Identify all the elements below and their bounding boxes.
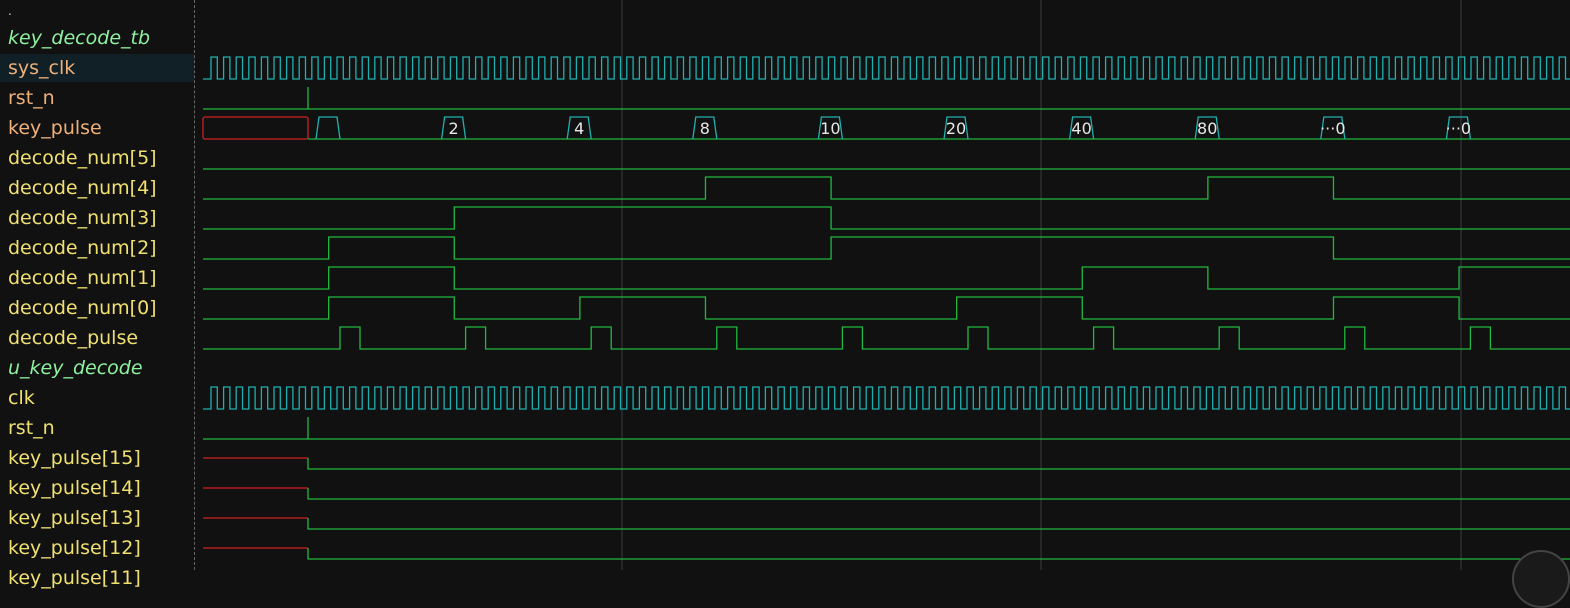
bit-waveform: [203, 236, 1570, 260]
bit-waveform: [203, 296, 1570, 320]
pulse-waveform: [203, 326, 1570, 350]
bus-value-segment: [1068, 116, 1095, 140]
signal-name[interactable]: clk: [8, 387, 35, 409]
clock-waveform: [203, 56, 1570, 80]
panel-divider[interactable]: [194, 0, 195, 570]
bus-value-segment: [566, 116, 592, 140]
bus-value-segment: [1445, 116, 1472, 140]
bit-waveform: [307, 548, 1570, 560]
bus-value-label: 2: [449, 119, 459, 138]
zoom-button[interactable]: [1512, 550, 1570, 608]
bus-value-segment: [440, 116, 467, 140]
signal-name[interactable]: key_pulse[14]: [8, 477, 141, 499]
bus-value-segment: [817, 116, 844, 140]
bus-value-segment: [943, 116, 969, 140]
signal-name[interactable]: u_key_decode: [8, 357, 143, 379]
signal-name[interactable]: key_pulse[13]: [8, 507, 141, 529]
signal-name[interactable]: decode_num[5]: [8, 147, 157, 169]
clock-waveform: [203, 386, 1570, 410]
signal-name[interactable]: decode_num[1]: [8, 267, 157, 289]
bus-value-label: 10: [820, 119, 840, 138]
bus-value-label: 20: [946, 119, 966, 138]
signal-name[interactable]: key_decode_tb: [8, 27, 151, 49]
bus-value-segment: [1320, 116, 1346, 140]
bus-value-label: ···0: [1320, 119, 1345, 138]
signal-name[interactable]: decode_num[4]: [8, 177, 157, 199]
signal-name[interactable]: decode_pulse: [8, 327, 139, 349]
bus-value-segment: [315, 116, 341, 140]
bit-waveform: [307, 458, 1570, 470]
signal-name[interactable]: key_pulse[15]: [8, 447, 141, 469]
signal-name[interactable]: decode_num[2]: [8, 237, 157, 259]
bit-waveform: [203, 176, 1570, 200]
bit-waveform: [203, 87, 1570, 110]
bus-value-segment: [692, 116, 718, 140]
signal-name[interactable]: decode_num[3]: [8, 207, 157, 229]
signal-name[interactable]: key_pulse[12]: [8, 537, 141, 559]
bus-value-label: 4: [574, 119, 584, 138]
bit-waveform: [203, 206, 1570, 230]
header-mark: .: [8, 4, 12, 18]
bit-waveform: [203, 266, 1570, 290]
bus-value-label: ···0: [1446, 119, 1471, 138]
bit-waveform: [307, 518, 1570, 530]
bit-waveform: [203, 417, 1570, 440]
bus-value-label: 80: [1197, 119, 1217, 138]
signal-name[interactable]: decode_num[0]: [8, 297, 157, 319]
bus-value-label: 40: [1071, 119, 1091, 138]
signal-name[interactable]: rst_n: [8, 417, 55, 439]
bus-unknown-segment: [202, 116, 309, 140]
bit-waveform: [307, 488, 1570, 500]
bus-value-label: 8: [700, 119, 710, 138]
signal-name[interactable]: key_pulse: [8, 117, 102, 139]
waveform-canvas[interactable]: 2 4 8 10 20 40 80 ···0 ···0: [0, 0, 1570, 570]
signal-name[interactable]: rst_n: [8, 87, 55, 109]
bus-value-segment: [1194, 116, 1220, 140]
